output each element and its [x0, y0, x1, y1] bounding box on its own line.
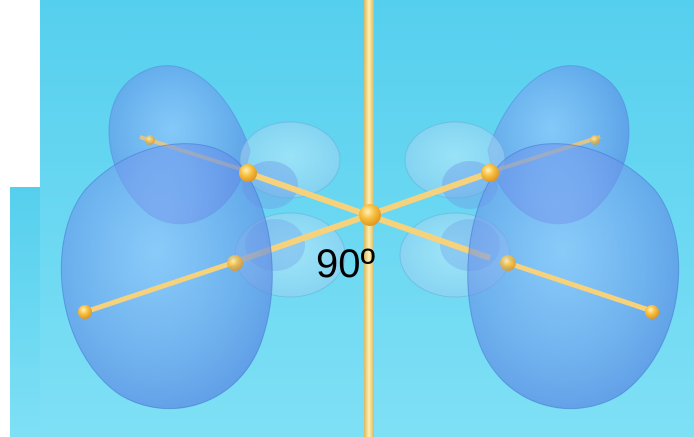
- atom-far-right: [645, 305, 659, 319]
- lower-right-lobe: [468, 144, 679, 409]
- atom-far-left: [78, 305, 92, 319]
- atom-lower-right: [500, 255, 516, 271]
- lower-left-lobe: [61, 144, 272, 409]
- atom-upper-left: [239, 164, 257, 182]
- angle-label: 90º: [316, 244, 375, 284]
- atom-upper-right: [481, 164, 499, 182]
- atom-back-left: [145, 135, 155, 145]
- background-panel-lower: [10, 187, 40, 437]
- atom-back-right: [590, 135, 600, 145]
- atom-lower-left: [227, 255, 243, 271]
- central-atom: [359, 204, 381, 226]
